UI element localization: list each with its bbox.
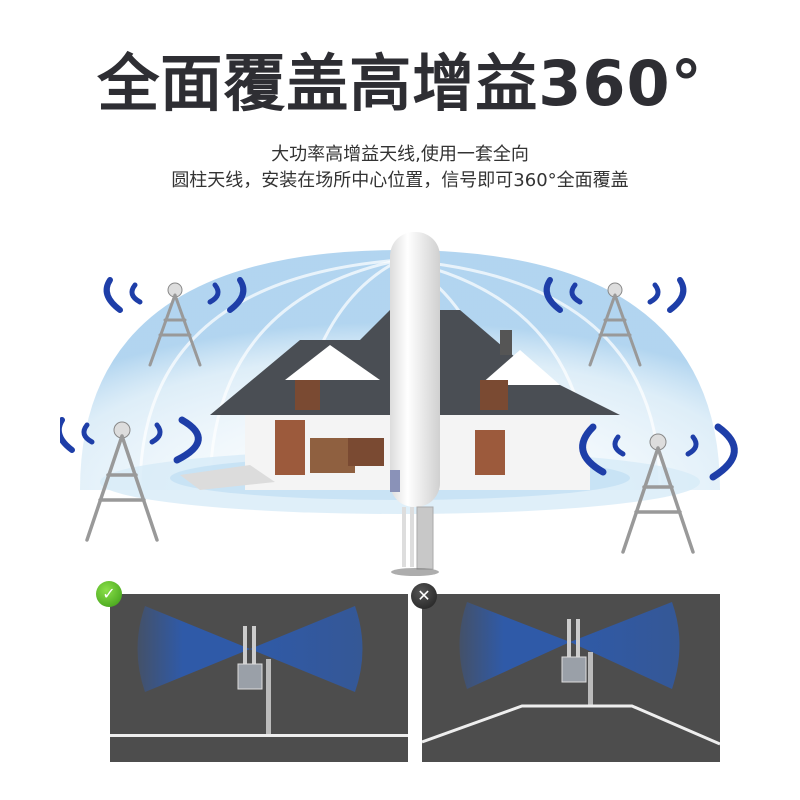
subtitle-line-2: 圆柱天线，安装在场所中心位置，信号即可360°全面覆盖 [171, 170, 629, 191]
page-title: 全面覆盖高增益360° [97, 47, 703, 120]
check-icon: ✓ [96, 581, 122, 607]
comparison-panel-incorrect [422, 594, 720, 762]
comparison-panel-correct [110, 594, 408, 762]
omni-antenna [390, 232, 440, 576]
signal-towers [60, 277, 738, 554]
coverage-illustration [60, 232, 738, 576]
subtitle: 大功率高增益天线,使用一套全向 圆柱天线，安装在场所中心位置，信号即可360°全… [0, 142, 800, 194]
flat-ground-diagram [110, 606, 408, 737]
cross-icon: ✕ [411, 583, 437, 609]
raised-ground-diagram [422, 602, 720, 746]
subtitle-line-1: 大功率高增益天线,使用一套全向 [271, 144, 529, 165]
